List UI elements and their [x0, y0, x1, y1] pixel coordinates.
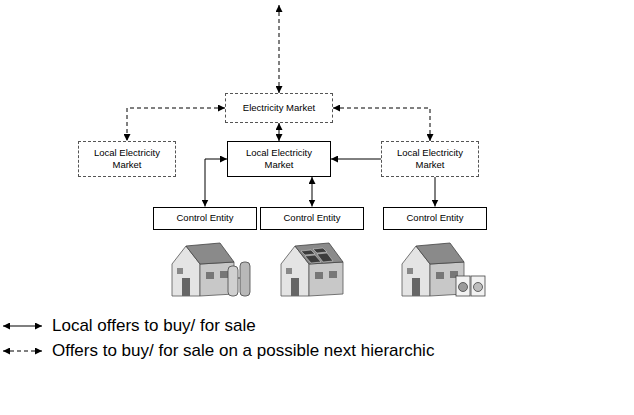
- local-market-box: Local Electricity Market: [381, 141, 479, 177]
- legend-entry: Offers to buy/ for sale on a possible ne…: [2, 341, 434, 361]
- upward-link: [279, 5, 280, 93]
- local-market-box: Local Electricity Market: [78, 141, 176, 177]
- house-with-appliances: [402, 243, 485, 296]
- control-entity-box: Control Entity: [153, 207, 257, 230]
- local-offer-link: [205, 159, 227, 207]
- box-label: Control Entity: [267, 212, 357, 224]
- local-offer-link: [312, 177, 313, 207]
- legend-text: Offers to buy/ for sale on a possible ne…: [52, 341, 434, 361]
- local-market-box: Local Electricity Market: [227, 141, 331, 177]
- box-label: Local Electricity Market: [234, 147, 324, 171]
- house-with-tanks: [172, 243, 250, 296]
- control-entity-box: Control Entity: [383, 207, 487, 230]
- market-offer-link: [279, 123, 280, 141]
- box-label: Control Entity: [160, 212, 250, 224]
- box-label: Electricity Market: [232, 102, 326, 114]
- market-offer-link: [333, 108, 430, 141]
- house-with-solar-panels: [281, 243, 343, 296]
- market-offer-link: [127, 108, 225, 141]
- legend-entry: Local offers to buy/ for sale: [2, 316, 256, 336]
- box-label: Control Entity: [390, 212, 480, 224]
- market-box: Electricity Market: [225, 93, 333, 123]
- control-entity-box: Control Entity: [260, 207, 364, 230]
- legend-text: Local offers to buy/ for sale: [52, 316, 256, 336]
- box-label: Local Electricity Market: [85, 147, 169, 171]
- box-label: Local Electricity Market: [388, 147, 472, 171]
- legend-sample: [2, 320, 44, 332]
- legend-sample: [2, 345, 44, 357]
